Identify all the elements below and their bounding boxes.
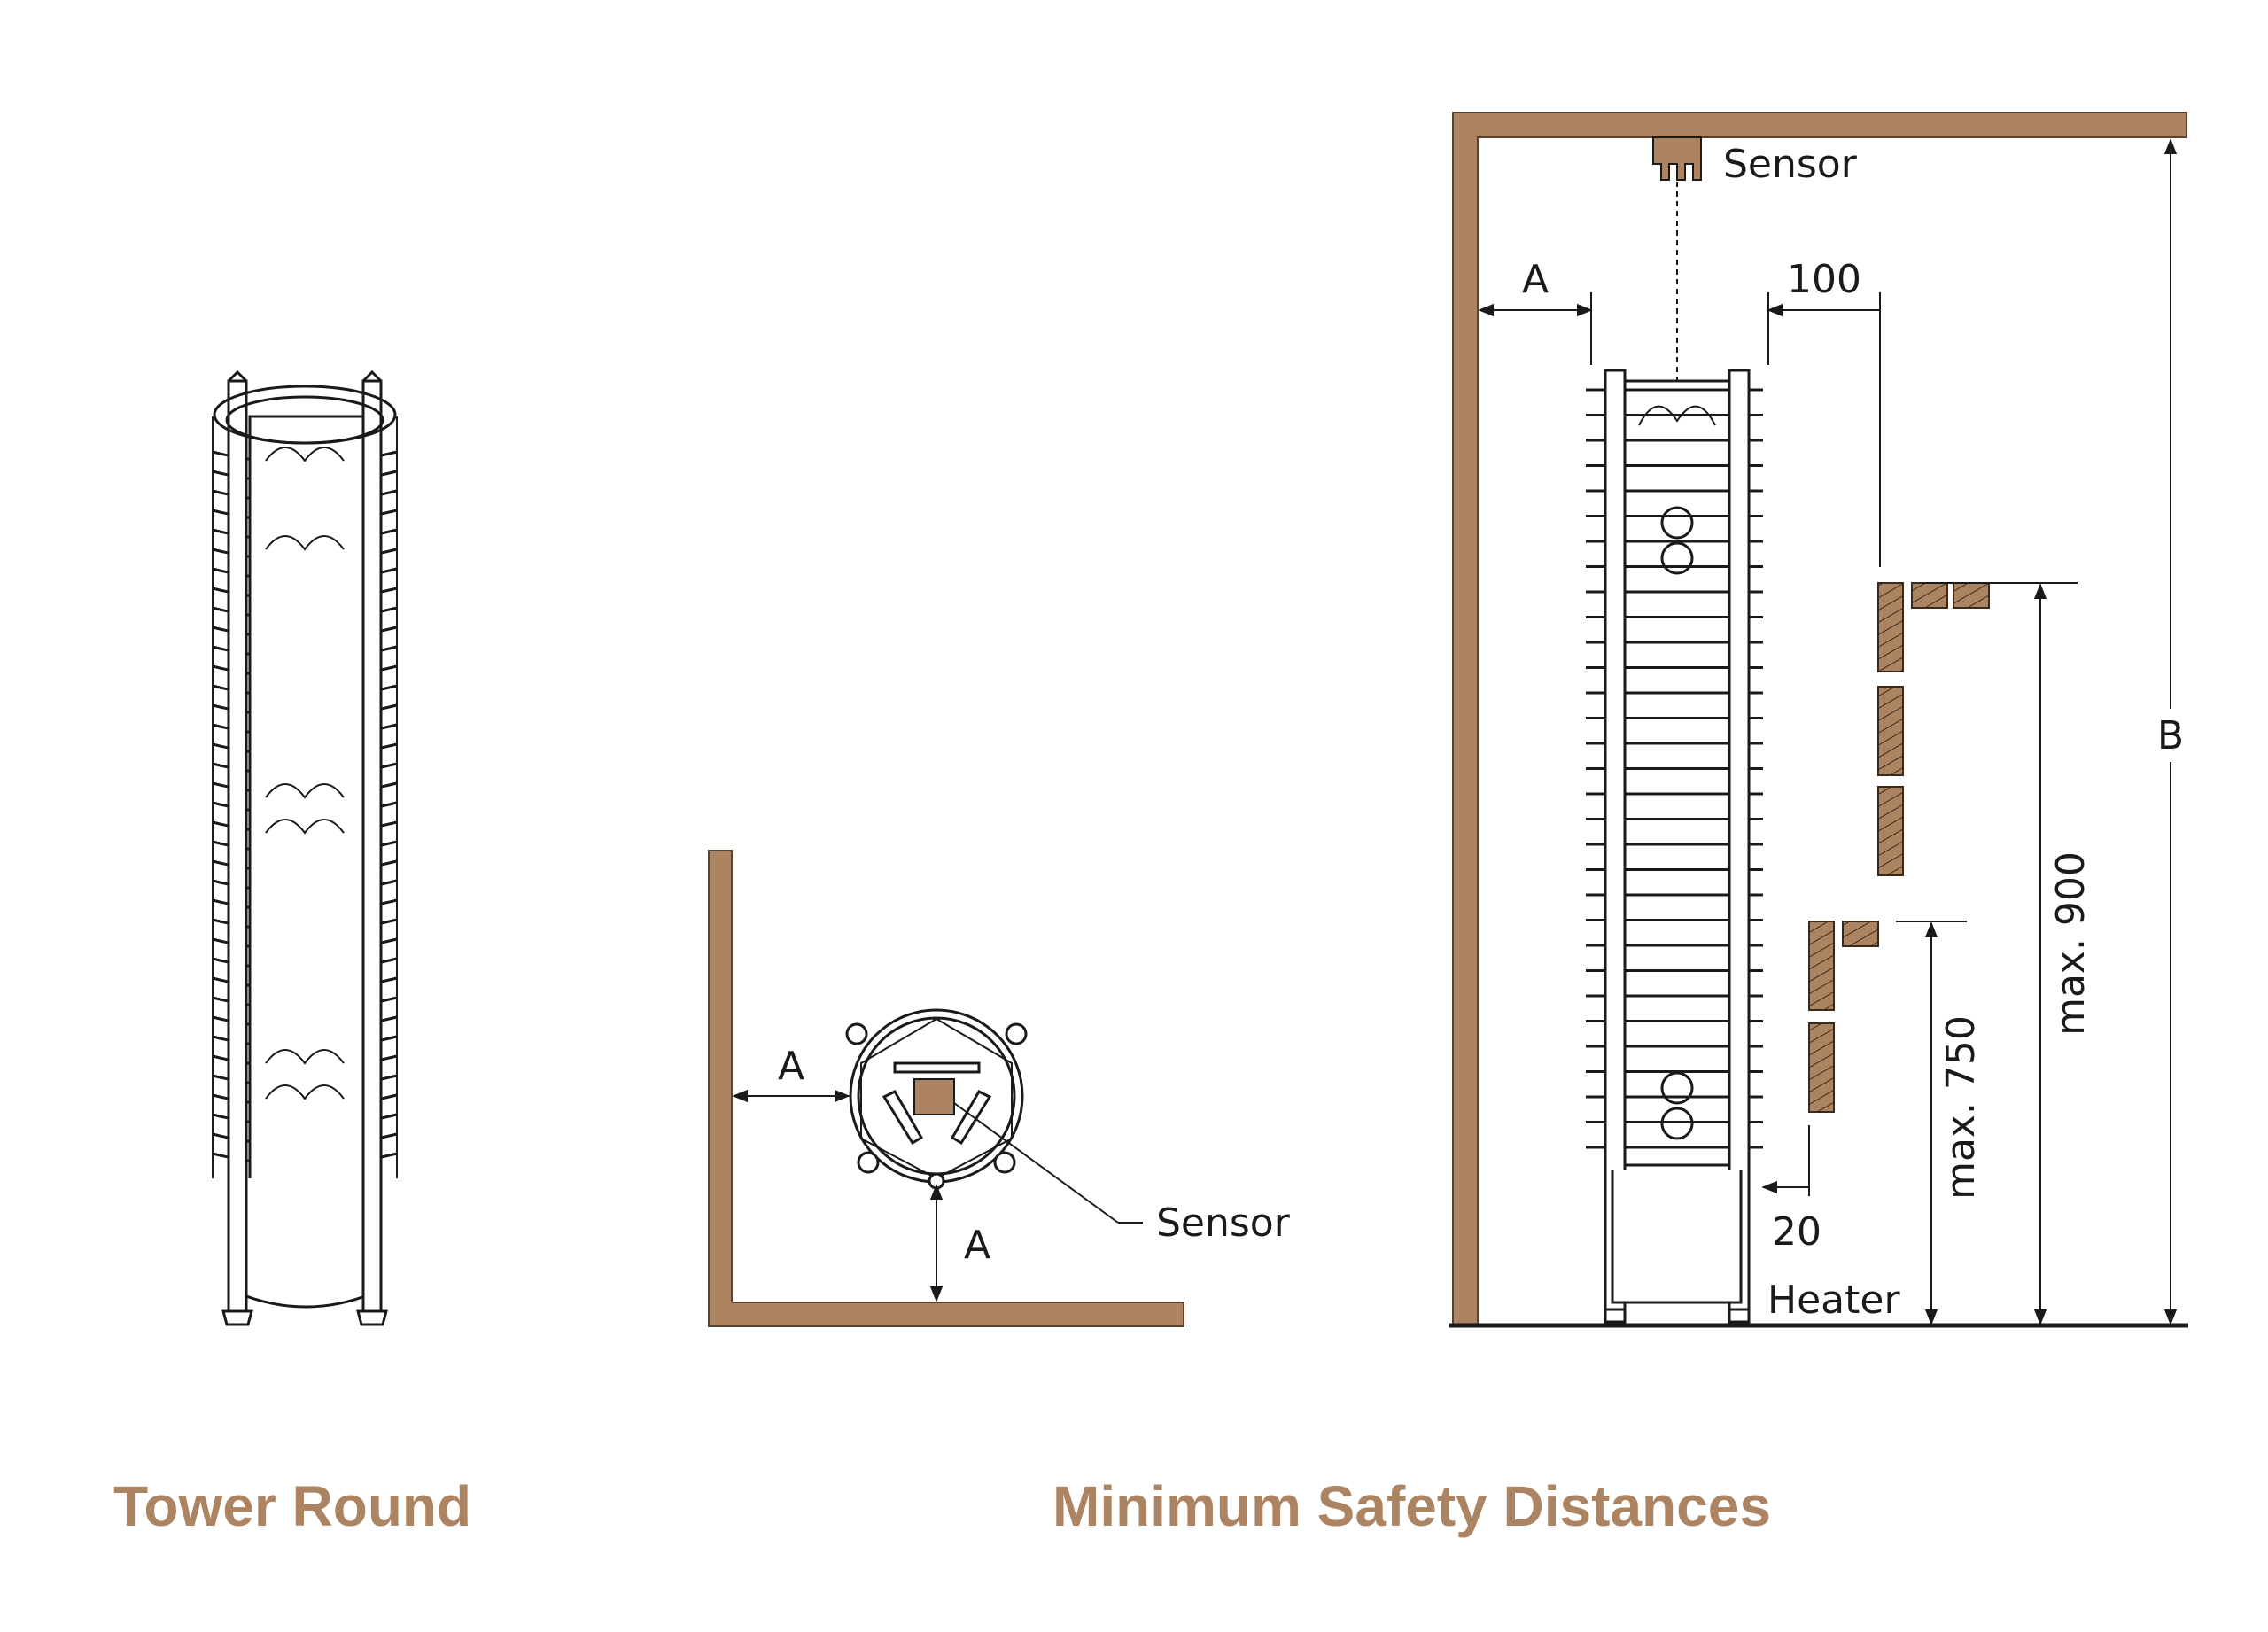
- side-view-dim-a: A: [1522, 257, 1549, 302]
- top-view-sensor-label: Sensor: [1156, 1201, 1291, 1246]
- heater-side-view: Sensor: [1449, 112, 2188, 1328]
- top-view-sensor-block: [913, 1078, 955, 1115]
- side-view-heater-label: Heater: [1767, 1278, 1900, 1323]
- side-view-sensor-label: Sensor: [1723, 142, 1858, 187]
- tower-stone: [265, 447, 345, 462]
- caption-tower-round: Tower Round: [113, 1474, 472, 1538]
- tower-round-heater-illustration: [212, 369, 398, 1326]
- tower-cage-side: [212, 416, 398, 1178]
- wood-block: [1877, 786, 1904, 876]
- wood-block: [1808, 1022, 1835, 1113]
- tower-stone: [265, 535, 345, 551]
- wood-block: [1842, 921, 1879, 947]
- wood-block: [1911, 582, 1948, 609]
- side-view-dim-b: B: [2157, 713, 2184, 758]
- heater-top-view: A A Sensor: [708, 850, 1291, 1327]
- wood-block: [1808, 921, 1835, 1011]
- tower-stone: [265, 1084, 345, 1100]
- side-view-dim-100: 100: [1787, 257, 1861, 302]
- tower-stone: [265, 819, 345, 835]
- ceiling-sensor: [1652, 136, 1702, 181]
- heater-side-outline: [1586, 369, 1763, 1324]
- caption-minimum-safety-distances: Minimum Safety Distances: [1052, 1474, 1771, 1538]
- wood-block: [1877, 686, 1904, 776]
- tower-stone: [265, 783, 345, 799]
- side-view-dim-max750: max. 750: [1938, 1015, 1984, 1200]
- wood-wall-corner: [708, 850, 1184, 1327]
- tower-stone: [265, 1049, 345, 1065]
- top-view-dim-a-bottom: A: [964, 1223, 990, 1268]
- top-view-dim-a-side: A: [778, 1044, 804, 1089]
- side-view-dim-max900: max. 900: [2048, 851, 2093, 1036]
- wood-block: [1877, 582, 1904, 672]
- wood-block: [1953, 582, 1990, 609]
- side-view-dim-20: 20: [1772, 1209, 1821, 1255]
